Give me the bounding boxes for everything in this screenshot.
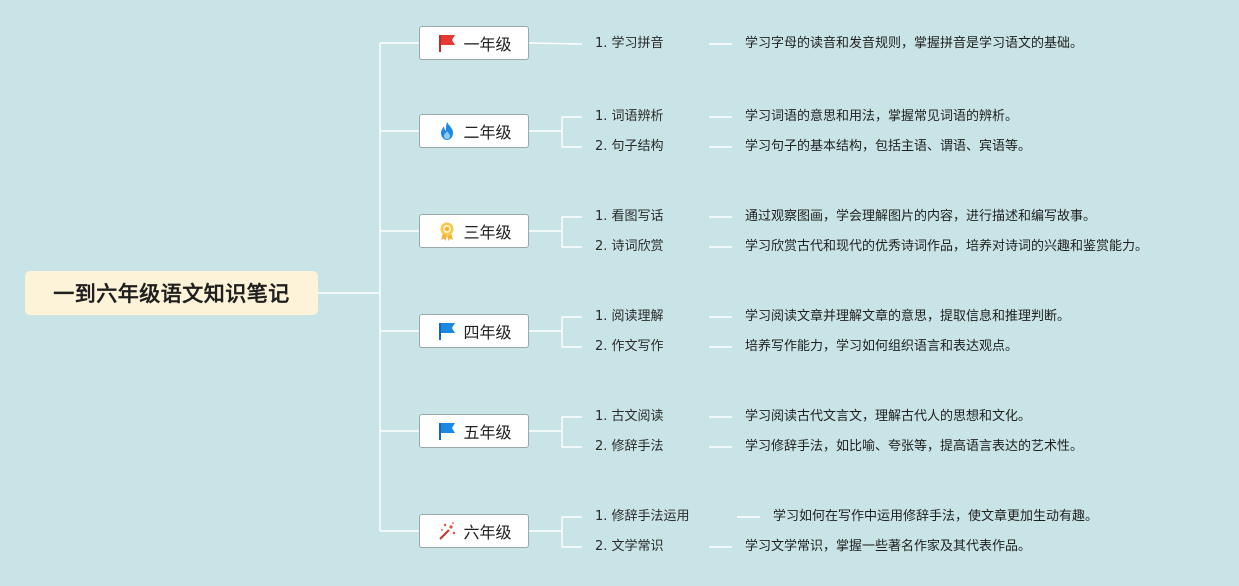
topic-description: 学习文学常识，掌握一些著名作家及其代表作品。 bbox=[745, 539, 1032, 554]
topic-label[interactable]: 1. 阅读理解 bbox=[595, 309, 664, 324]
topic-label[interactable]: 2. 作文写作 bbox=[595, 339, 664, 354]
topic-description: 培养写作能力，学习如何组织语言和表达观点。 bbox=[745, 339, 1019, 354]
blue-flag-icon bbox=[436, 420, 458, 442]
topic-connector bbox=[528, 42, 583, 45]
topic-description: 学习修辞手法，如比喻、夸张等，提高语言表达的艺术性。 bbox=[745, 439, 1084, 454]
grade-node-5[interactable]: 五年级 bbox=[419, 414, 529, 448]
topic-label[interactable]: 2. 修辞手法 bbox=[595, 439, 664, 454]
grade-label: 四年级 bbox=[463, 323, 512, 342]
grade-label: 一年级 bbox=[463, 35, 512, 54]
topic-description: 通过观察图画，学会理解图片的内容，进行描述和编写故事。 bbox=[745, 209, 1097, 224]
blue-flag-icon bbox=[436, 320, 458, 342]
root-title: 一到六年级语文知识笔记 bbox=[53, 282, 290, 306]
topic-label[interactable]: 1. 学习拼音 bbox=[595, 36, 664, 51]
topic-description: 学习阅读古代文言文，理解古代人的思想和文化。 bbox=[745, 409, 1032, 424]
topic-description: 学习字母的读音和发音规则，掌握拼音是学习语文的基础。 bbox=[745, 36, 1084, 51]
grade-label: 六年级 bbox=[463, 523, 512, 542]
grade-node-2[interactable]: 二年级 bbox=[419, 114, 529, 148]
root-node[interactable]: 一到六年级语文知识笔记 bbox=[25, 271, 318, 315]
sparkle-wand-icon bbox=[436, 520, 458, 542]
grade-label: 三年级 bbox=[463, 223, 512, 242]
topic-label[interactable]: 1. 看图写话 bbox=[595, 209, 664, 224]
topic-description: 学习句子的基本结构，包括主语、谓语、宾语等。 bbox=[745, 139, 1032, 154]
grade-node-4[interactable]: 四年级 bbox=[419, 314, 529, 348]
topic-description: 学习阅读文章并理解文章的意思，提取信息和推理判断。 bbox=[745, 309, 1071, 324]
topic-description: 学习欣赏古代和现代的优秀诗词作品，培养对诗词的兴趣和鉴赏能力。 bbox=[745, 239, 1149, 254]
topic-description: 学习如何在写作中运用修辞手法，使文章更加生动有趣。 bbox=[773, 509, 1099, 524]
topic-label[interactable]: 2. 句子结构 bbox=[595, 139, 664, 154]
grade-label: 五年级 bbox=[463, 423, 512, 442]
topic-label[interactable]: 1. 修辞手法运用 bbox=[595, 509, 690, 524]
topic-description: 学习词语的意思和用法，掌握常见词语的辨析。 bbox=[745, 109, 1019, 124]
red-flag-icon bbox=[436, 32, 458, 54]
grade-node-3[interactable]: 三年级 bbox=[419, 214, 529, 248]
grade-label: 二年级 bbox=[463, 123, 512, 142]
grade-node-1[interactable]: 一年级 bbox=[419, 26, 529, 60]
topic-label[interactable]: 1. 古文阅读 bbox=[595, 409, 664, 424]
grade-node-6[interactable]: 六年级 bbox=[419, 514, 529, 548]
award-ribbon-icon bbox=[436, 220, 458, 242]
flame-icon bbox=[436, 120, 458, 142]
topic-label[interactable]: 1. 词语辨析 bbox=[595, 109, 664, 124]
topic-label[interactable]: 2. 诗词欣赏 bbox=[595, 239, 664, 254]
topic-label[interactable]: 2. 文学常识 bbox=[595, 539, 664, 554]
